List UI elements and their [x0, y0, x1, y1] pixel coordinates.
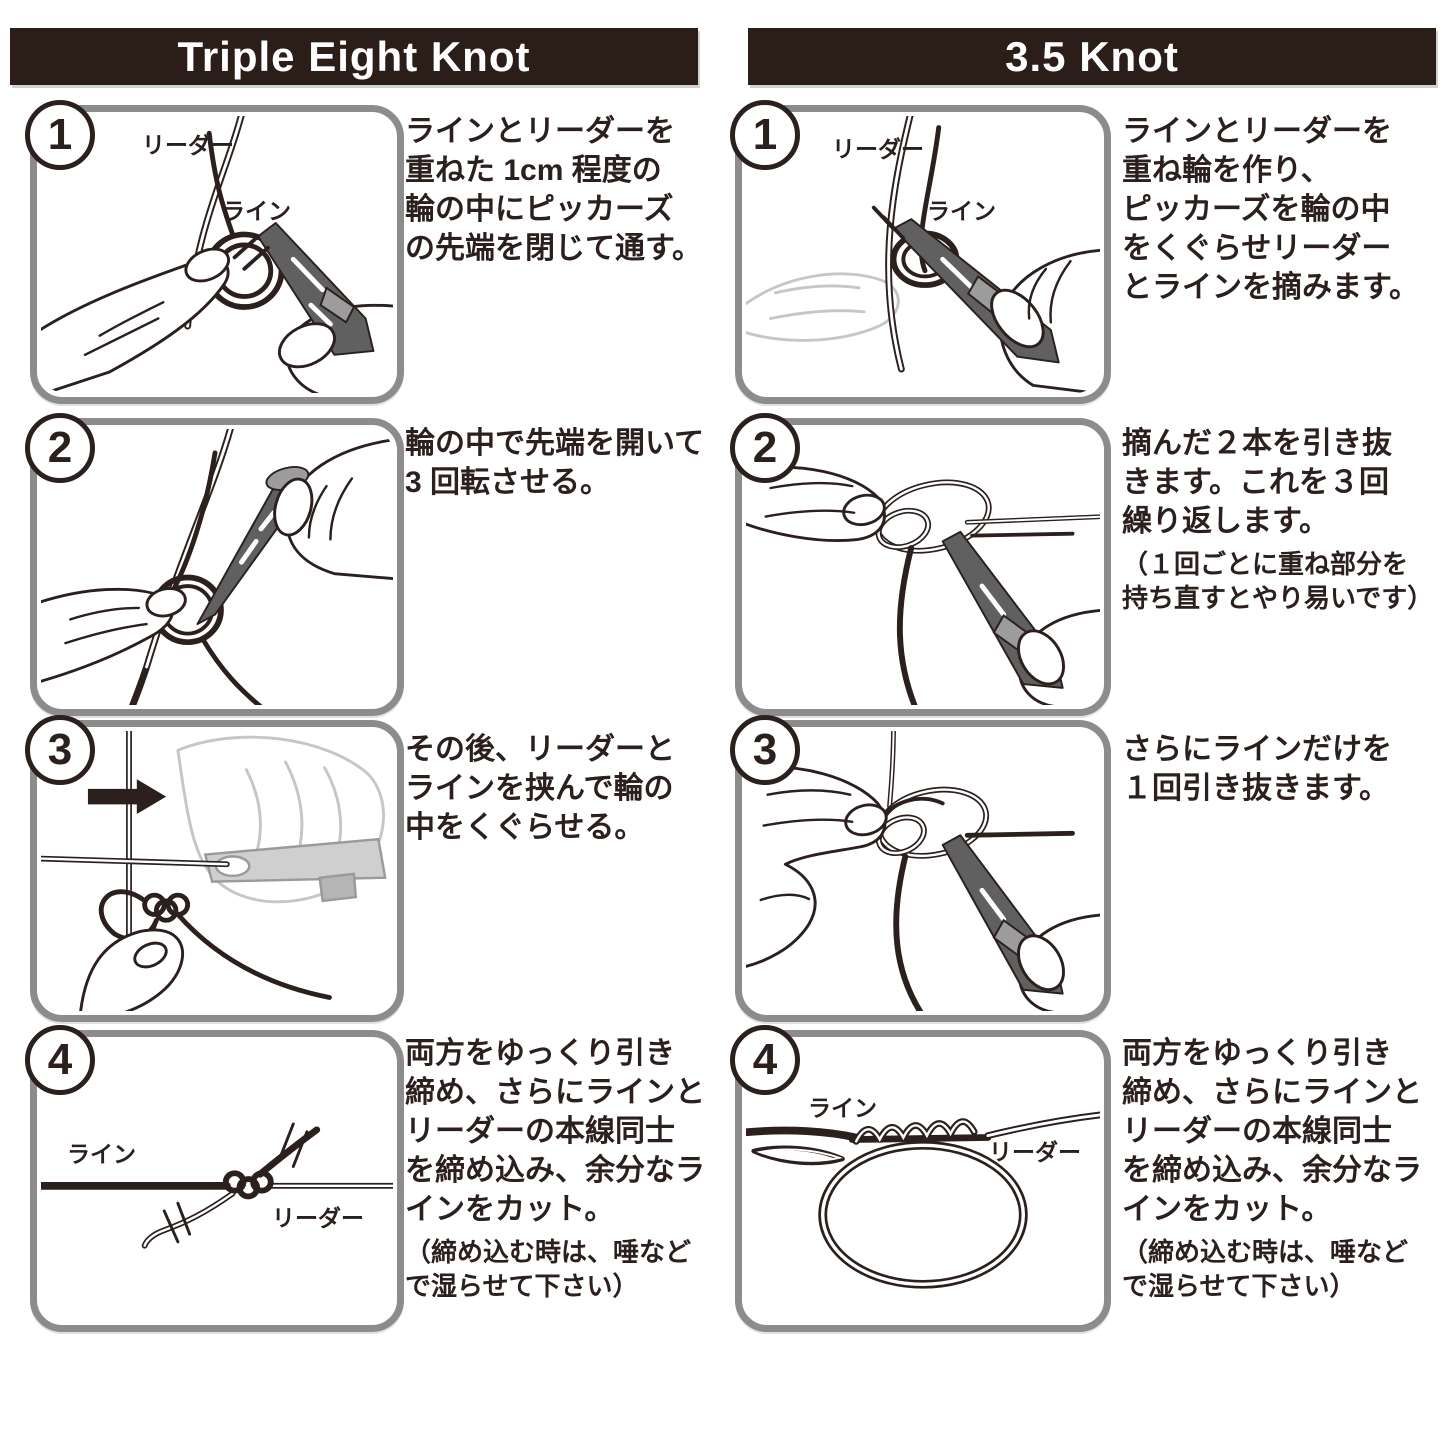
step-note: （１回ごとに重ね部分を 持ち直すとやり易いです）: [1122, 549, 1434, 613]
right-step2-panel: 2: [730, 413, 1111, 716]
step-number-badge: 2: [730, 413, 800, 483]
line-label: ライン: [222, 198, 291, 224]
right-header-title: 3.5 Knot: [1005, 32, 1179, 80]
step-number: 3: [47, 725, 73, 774]
step-number-badge: 1: [25, 100, 95, 170]
right-step4-illustration: [746, 1111, 1100, 1289]
step-number-badge: 3: [730, 715, 800, 785]
step-text: ラインとリーダーを 重ねた 1cm 程度の 輪の中にピッカーズ の先端を閉じて通…: [405, 115, 702, 265]
step-number: 4: [47, 1035, 73, 1084]
right-step3-instructions: さらにラインだけを １回引き抜きます。: [1122, 730, 1444, 814]
step-number: 4: [752, 1035, 778, 1084]
line-label: ライン: [67, 1141, 136, 1167]
step-number-badge: 4: [25, 1025, 95, 1095]
step-text: さらにラインだけを １回引き抜きます。: [1122, 733, 1392, 805]
left-step1-illustration: [41, 116, 393, 393]
step-text: ラインとリーダーを 重ね輪を作り、 ピッカーズを輪の中 をくぐらせリーダー とラ…: [1122, 115, 1419, 304]
step-text: 輪の中で先端を開いて 3 回転させる。: [405, 427, 705, 499]
right-step4-instructions: 両方をゆっくり引き 締め、さらにラインと リーダーの本線同士 を締め込み、余分な…: [1122, 1034, 1444, 1303]
leader-label: リーダー: [832, 136, 924, 162]
right-step1-instructions: ラインとリーダーを 重ね輪を作り、 ピッカーズを輪の中 をくぐらせリーダー とラ…: [1122, 112, 1444, 313]
step-number-badge: 3: [25, 715, 95, 785]
step-text: 摘んだ２本を引き抜 きます。これを３回 繰り返します。: [1122, 427, 1392, 538]
leader-label: リーダー: [272, 1205, 364, 1231]
step-note: （締め込む時は、唾など で湿らせて下さい）: [405, 1237, 692, 1301]
left-step1-instructions: ラインとリーダーを 重ねた 1cm 程度の 輪の中にピッカーズ の先端を閉じて通…: [405, 112, 717, 274]
step-text: その後、リーダーと ラインを挟んで輪の 中をくぐらせる。: [405, 733, 675, 844]
left-step2-illustration: [41, 429, 393, 705]
left-step3-instructions: その後、リーダーと ラインを挟んで輪の 中をくぐらせる。: [405, 730, 717, 853]
leader-label: リーダー: [989, 1139, 1081, 1165]
right-step2-illustration: [746, 465, 1100, 705]
right-step1-panel: 1 リーダー ライン: [730, 100, 1111, 404]
left-step2-panel: 2: [25, 413, 404, 716]
right-step3-illustration: [746, 731, 1100, 1011]
step-number-badge: 4: [730, 1025, 800, 1095]
left-step4-panel: 4 ライン リーダー: [25, 1025, 404, 1332]
step-number: 2: [752, 423, 778, 472]
direction-arrow-icon: [87, 779, 167, 815]
left-step1-panel: 1 リーダー ライン: [25, 100, 404, 404]
step-text: 両方をゆっくり引き 締め、さらにラインと リーダーの本線同士 を締め込み、余分な…: [1122, 1037, 1422, 1226]
step-number-badge: 2: [25, 413, 95, 483]
step-number-badge: 1: [730, 100, 800, 170]
left-step3-illustration: [41, 731, 387, 1011]
right-step2-instructions: 摘んだ２本を引き抜 きます。これを３回 繰り返します。 （１回ごとに重ね部分を …: [1122, 424, 1444, 615]
left-column-header: Triple Eight Knot: [10, 28, 698, 85]
step-number: 2: [47, 423, 73, 472]
step-number: 3: [752, 725, 778, 774]
step-text: 両方をゆっくり引き 締め、さらにラインと リーダーの本線同士 を締め込み、余分な…: [405, 1037, 705, 1226]
left-step4-instructions: 両方をゆっくり引き 締め、さらにラインと リーダーの本線同士 を締め込み、余分な…: [405, 1034, 717, 1303]
left-step2-instructions: 輪の中で先端を開いて 3 回転させる。: [405, 424, 717, 508]
step-number: 1: [752, 110, 778, 159]
right-column-header: 3.5 Knot: [748, 28, 1436, 85]
right-step4-panel: 4 ライン リーダー: [730, 1025, 1111, 1332]
line-label: ライン: [808, 1095, 877, 1121]
leader-label: リーダー: [142, 132, 234, 158]
right-step3-panel: 3: [730, 715, 1111, 1022]
right-step1-illustration: [746, 116, 1100, 393]
left-header-title: Triple Eight Knot: [177, 32, 531, 80]
line-label: ライン: [927, 198, 996, 224]
step-number: 1: [47, 110, 73, 159]
left-step3-panel: 3: [25, 715, 404, 1022]
left-step4-illustration: [41, 1122, 393, 1249]
step-note: （締め込む時は、唾など で湿らせて下さい）: [1122, 1237, 1409, 1301]
